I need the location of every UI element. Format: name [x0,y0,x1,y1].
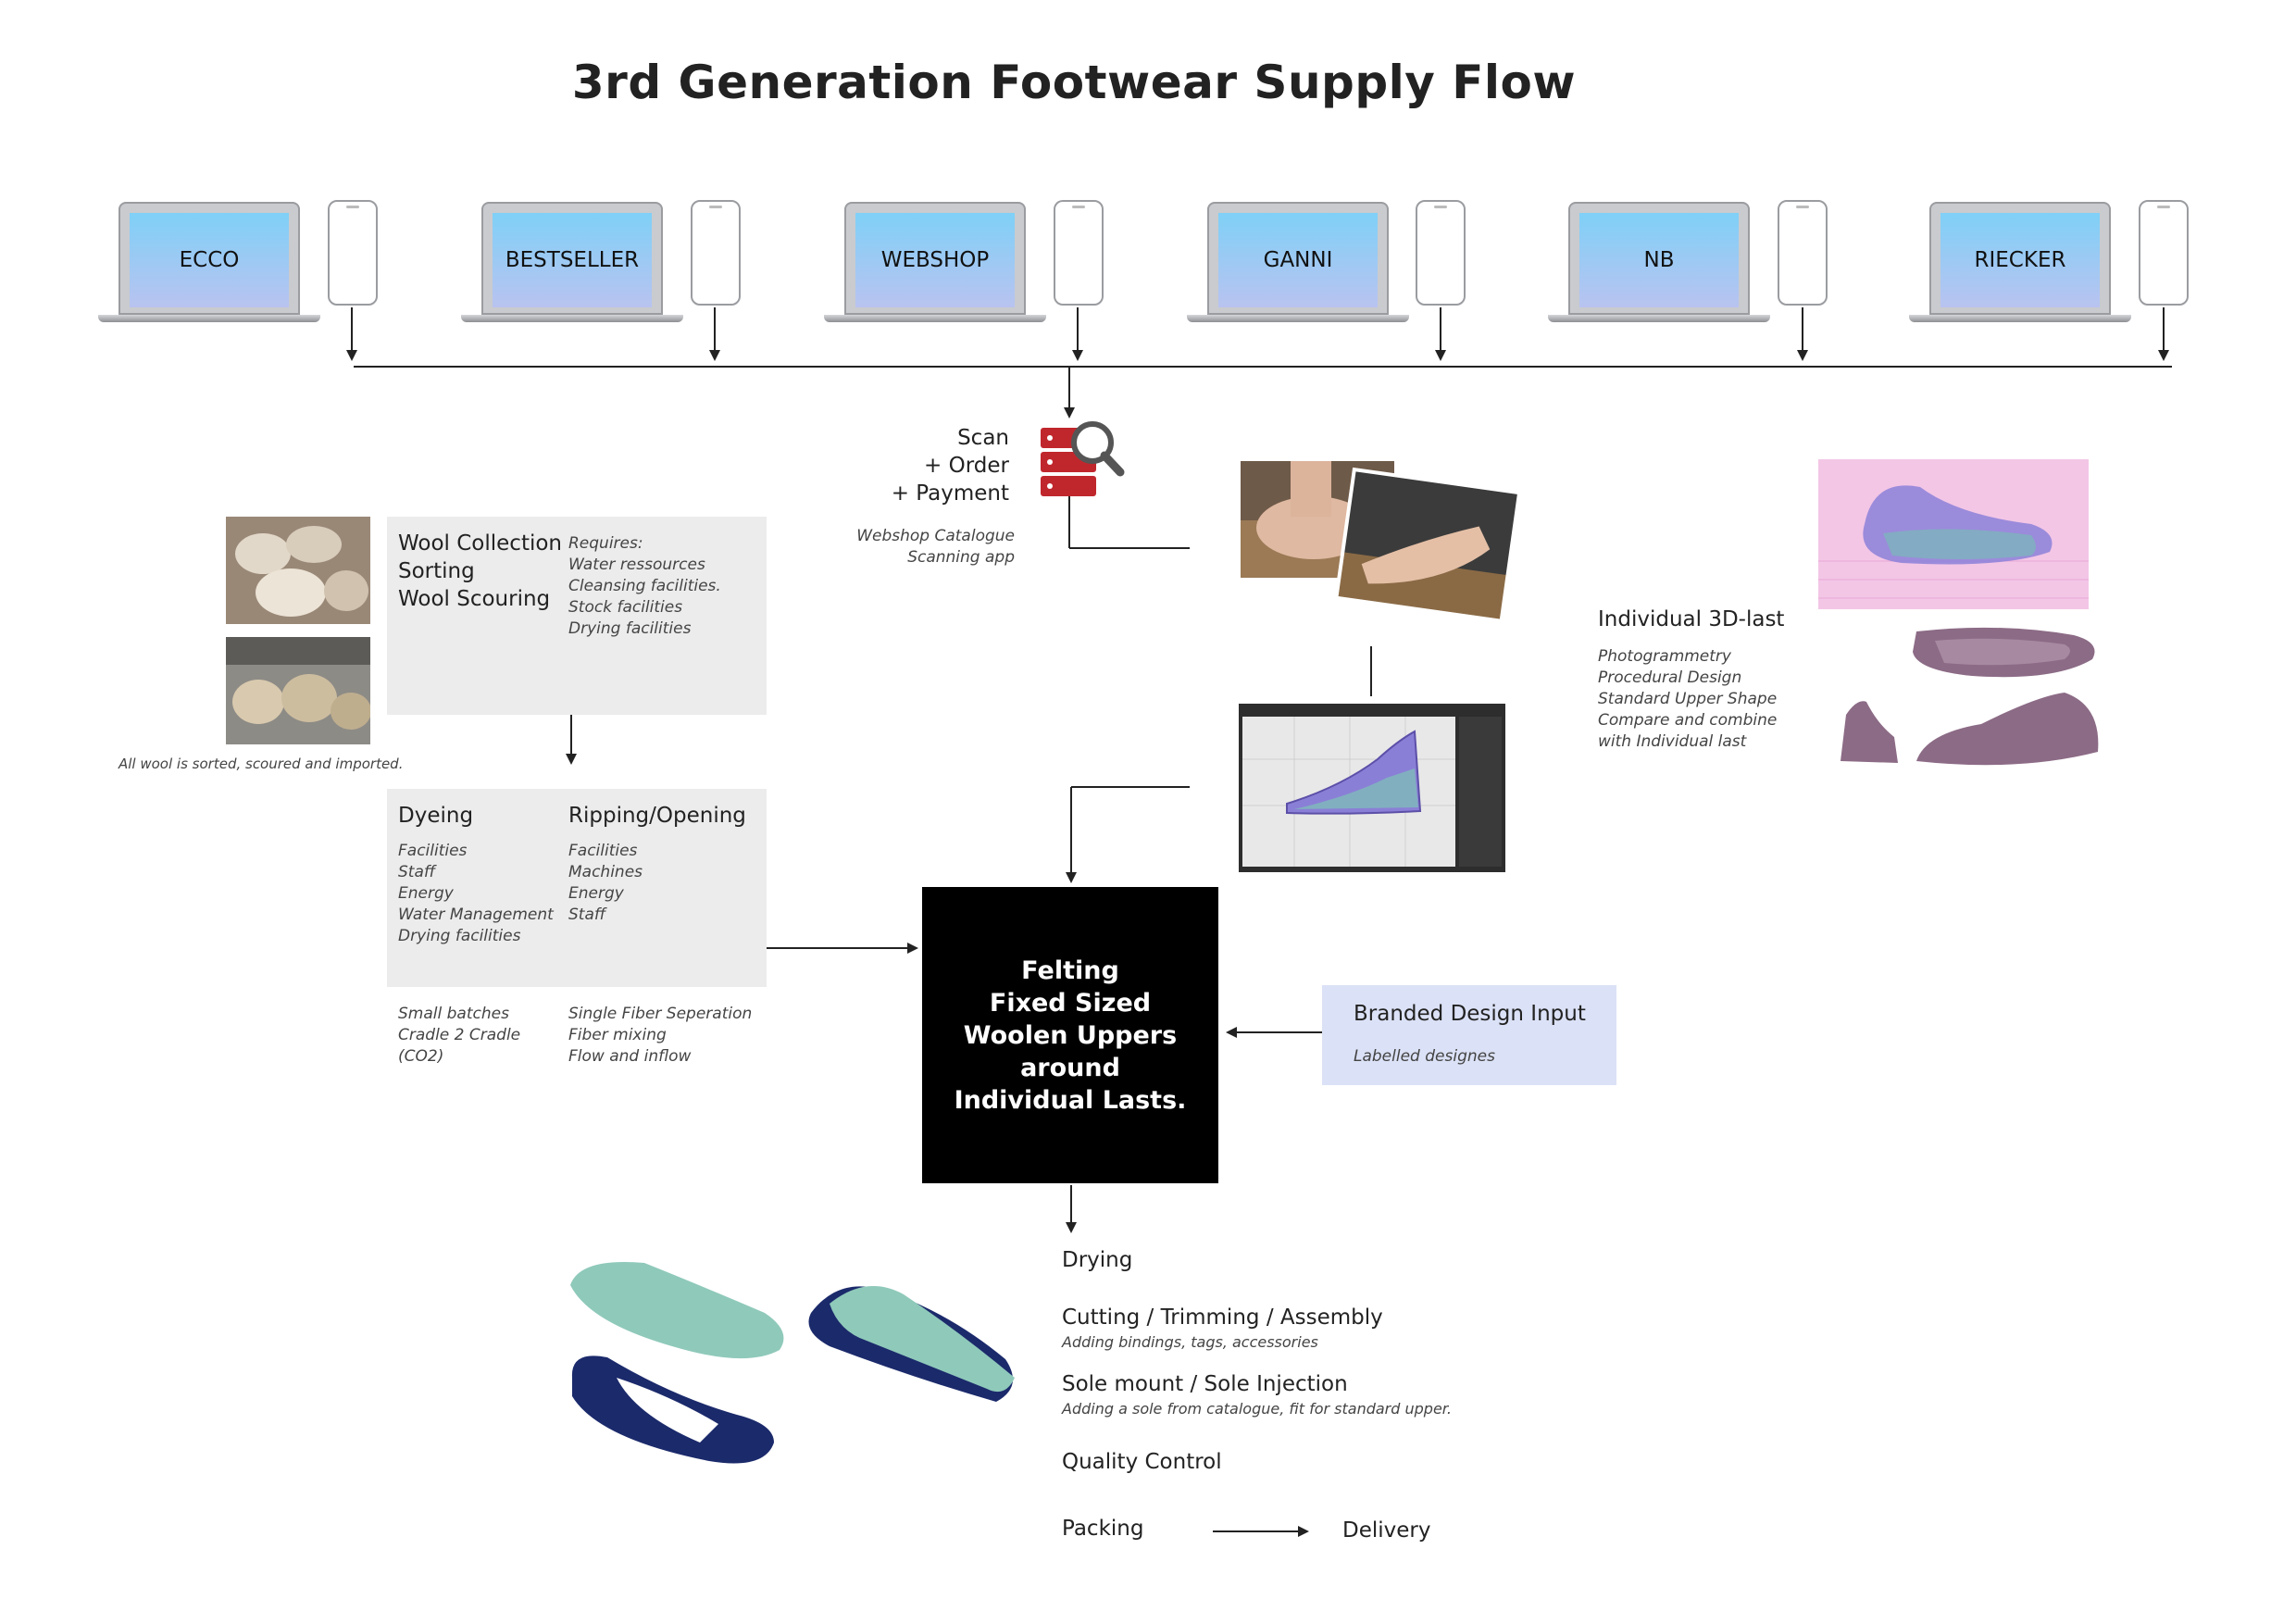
last-component-renders [1841,627,2099,766]
laptop-label: RIECKER [1940,213,2100,307]
individual-3d-last-block: Individual 3D-last Photogrammetry Proced… [1598,606,1784,753]
ripping-item: Machines [568,863,643,881]
dyeing-note: Small batches [398,1005,509,1023]
3d-last-render [1818,459,2089,609]
ripping-item: Energy [568,884,624,903]
branded-design-box: Branded Design Input Labelled designes [1322,985,1616,1085]
3d-last-item: with Individual last [1598,732,1747,751]
dyeing-item: Water Management [398,906,554,924]
dyeing-item: Staff [398,863,436,881]
phone-icon [2139,200,2189,306]
scan-order-payment: Scan + Order + Payment [833,424,1009,507]
dyeing-ripping-box: Dyeing Facilities Staff Energy Water Man… [387,789,767,987]
3d-last-title: Individual 3D-last [1598,607,1785,631]
foot-scan-photos [1237,457,1522,624]
laptop-ecco: ECCO [98,202,320,322]
wool-heading: Wool Collection [398,531,563,556]
wool-heading: Sorting [398,559,475,583]
3d-modeling-software-screenshot [1239,704,1505,872]
3d-last-item: Photogrammetry [1598,647,1731,666]
phone-icon [1778,200,1828,306]
laptop-ganni: GANNI [1187,202,1409,322]
felting-box: Felting Fixed Sized Woolen Uppers around… [922,887,1218,1183]
phone-icon [1416,200,1466,306]
ripping-note: Single Fiber Seperation [568,1005,753,1023]
ripping-item: Staff [568,906,606,924]
laptop-bestseller: BESTSELLER [461,202,683,322]
step-sole: Sole mount / Sole Injection [1062,1372,1348,1396]
payment-label: + Payment [891,481,1009,506]
3d-last-item: Standard Upper Shape [1598,690,1778,708]
laptop-webshop: WEBSHOP [824,202,1046,322]
server-search-icon [1041,421,1125,496]
ripping-item: Facilities [568,842,638,860]
wool-requirement: Requires: [568,534,643,553]
wool-heading: Wool Scouring [398,587,551,611]
phone-icon [1054,200,1104,306]
dyeing-item: Energy [398,884,454,903]
step-cutting-sub: Adding bindings, tags, accessories [1062,1333,1318,1351]
dyeing-item: Facilities [398,842,468,860]
laptop-label: ECCO [130,213,289,307]
3d-last-item: Compare and combine [1598,711,1778,730]
laptop-riecker: RIECKER [1909,202,2131,322]
laptop-label: WEBSHOP [855,213,1015,307]
laptop-label: GANNI [1218,213,1378,307]
wool-sheep-photos [226,517,370,744]
dyeing-notes: Small batches Cradle 2 Cradle (CO2) [398,1004,520,1068]
laptop-nb: NB [1548,202,1770,322]
page-title: 3rd Generation Footwear Supply Flow [571,56,1577,109]
wool-caption: All wool is sorted, scoured and imported… [119,756,404,772]
wool-requirement: Drying facilities [568,619,692,638]
phone-icon [691,200,741,306]
step-quality-control: Quality Control [1062,1450,1222,1474]
scan-label: Scan [957,426,1009,450]
laptop-label: BESTSELLER [493,213,652,307]
ripping-notes: Single Fiber Seperation Fiber mixing Flo… [568,1004,752,1068]
felting-text: Felting Fixed Sized Woolen Uppers around… [954,956,1187,1115]
wool-collection-box: Wool Collection Sorting Wool Scouring Re… [387,517,767,715]
branded-sub: Labelled designes [1354,1047,1495,1066]
wool-requirement: Cleansing facilities. [568,577,721,595]
dyeing-note: Cradle 2 Cradle [398,1026,521,1044]
wool-requirement: Water ressources [568,556,705,574]
ripping-note: Flow and inflow [568,1047,692,1066]
order-label: + Order [924,454,1009,478]
phone-icon [328,200,378,306]
laptop-label: NB [1579,213,1739,307]
scan-note: Webshop Catalogue [856,527,1015,545]
branded-title: Branded Design Input [1354,1002,1586,1026]
step-cutting: Cutting / Trimming / Assembly [1062,1305,1383,1330]
scan-notes: Webshop Catalogue Scanning app [815,526,1015,568]
scan-note: Scanning app [907,548,1015,567]
woolen-upper-renders [570,1262,1015,1464]
dyeing-item: Drying facilities [398,927,521,945]
ripping-note: Fiber mixing [568,1026,667,1044]
3d-last-item: Procedural Design [1598,668,1742,687]
step-sole-sub: Adding a sole from catalogue, fit for st… [1062,1400,1452,1418]
step-drying: Drying [1062,1248,1133,1272]
dyeing-title: Dyeing [398,804,474,828]
step-delivery: Delivery [1342,1518,1431,1543]
step-packing: Packing [1062,1517,1144,1541]
wool-requirement: Stock facilities [568,598,683,617]
dyeing-note: (CO2) [398,1047,444,1066]
ripping-title: Ripping/Opening [568,804,746,828]
